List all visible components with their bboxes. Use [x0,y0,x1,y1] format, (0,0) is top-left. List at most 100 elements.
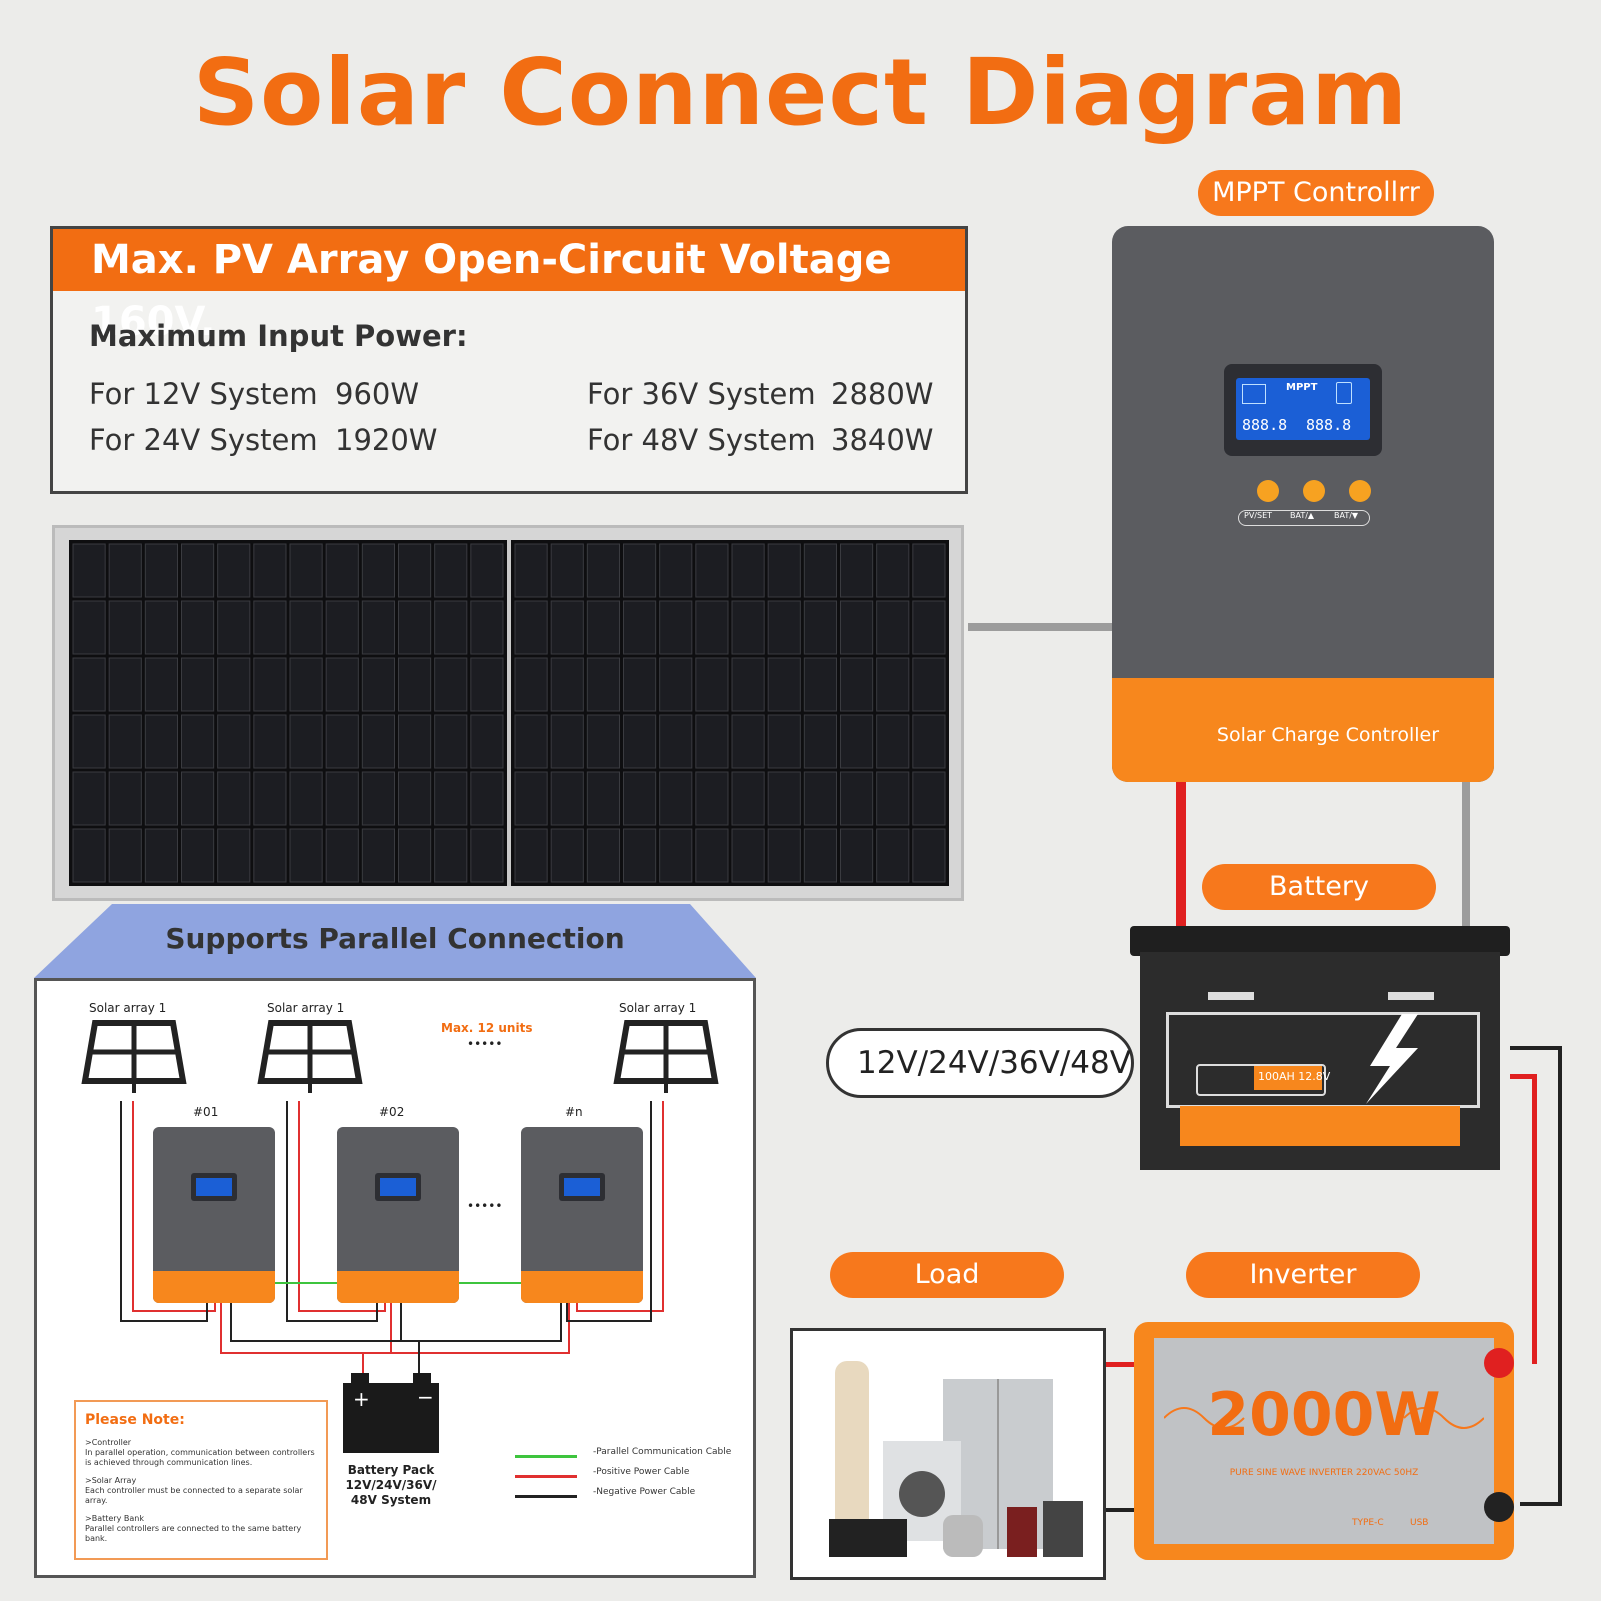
solar-cell [289,657,323,712]
solar-cell [767,771,801,826]
solar-cell [623,600,657,655]
legend-swatch-positive [515,1475,577,1478]
solar-cell [144,600,179,655]
solar-cell [289,600,323,655]
solar-cell [398,828,432,883]
solar-cell [659,771,693,826]
knob-bat-down[interactable] [1349,480,1371,502]
array-label-3: Solar array 1 [619,1001,697,1015]
solar-cell [803,714,837,769]
solar-cell [361,771,396,826]
load-label: Load [830,1252,1064,1298]
solar-cell [470,714,504,769]
solar-cell [840,828,874,883]
microwave-icon [829,1519,907,1557]
battery-icon [1336,382,1352,404]
note-box: Please Note: >Controller In parallel ope… [74,1400,328,1560]
mini-controller-1 [153,1127,275,1303]
solar-cell [695,600,729,655]
solar-cell [623,771,657,826]
solar-cell [912,657,946,712]
solar-cell [514,714,548,769]
solar-cell [72,771,106,826]
controller-name: Solar Charge Controller [1216,724,1440,746]
button-label-pv-set: PV/SET [1244,511,1273,520]
port-usb: USB [1410,1518,1429,1528]
solar-cell [253,828,287,883]
solar-cell [912,771,946,826]
solar-cell [217,771,251,826]
solar-cell [767,714,801,769]
solar-cell [434,657,468,712]
solar-cell [803,771,837,826]
solar-cell [144,714,179,769]
solar-cell [623,828,657,883]
sine-wave-icon [1164,1407,1484,1429]
solar-cell [912,828,946,883]
note-item-1-body: In parallel operation, communication bet… [85,1448,315,1467]
knob-bat-up[interactable] [1303,480,1325,502]
positive-wire [1176,782,1186,932]
solar-cell [731,657,765,712]
parallel-heading-band [34,904,756,978]
solar-cell [361,714,396,769]
solar-cell [659,714,693,769]
max-units-label: Max. 12 units [441,1021,533,1035]
spec-row-12v-label: For 12V System [89,377,318,411]
button-label-bat-up: BAT/▲ [1290,511,1315,520]
dots-separator: ••••• [467,1037,503,1051]
solar-cell [398,771,432,826]
solar-cell [217,657,251,712]
note-item-3-head: >Battery Bank [85,1514,144,1523]
solar-cell [72,600,106,655]
solar-cell [514,600,548,655]
lcd-brand: MPPT [1286,382,1318,393]
unit-id-2: #02 [379,1105,405,1119]
battery-pack-line-2: 12V/24V/36V/ [345,1478,437,1492]
solar-cell [586,600,620,655]
solar-cell [912,600,946,655]
solar-cell [181,600,215,655]
page-title: Solar Connect Diagram [192,39,1409,146]
spec-row-12v-value: 960W [335,377,420,411]
controller-lcd: MPPT 888.8 888.8 [1224,364,1382,456]
solar-cell [72,657,106,712]
inverter-power: 2000W [1207,1380,1441,1450]
solar-cell [767,657,801,712]
spec-row-36v-label: For 36V System [587,377,816,411]
solar-cell [767,543,801,598]
solar-cell [586,771,620,826]
mini-solar-panel-icon [613,1020,719,1093]
solar-cell [72,828,106,883]
solar-cell [731,600,765,655]
solar-cell [659,828,693,883]
spec-row-48v-label: For 48V System [587,423,816,457]
solar-cell [731,828,765,883]
controller-bottom-panel [1112,678,1494,782]
solar-cell [586,543,620,598]
solar-cell [803,657,837,712]
unit-id-1: #01 [193,1105,219,1119]
solar-cell [514,543,548,598]
solar-cell [550,714,584,769]
solar-cell [181,771,215,826]
solar-cell [470,657,504,712]
solar-cell [550,657,584,712]
solar-cell [876,600,910,655]
solar-cell [659,657,693,712]
solar-cell [361,828,396,883]
array-label-1: Solar array 1 [89,1001,167,1015]
solar-cell [876,714,910,769]
solar-cell [514,657,548,712]
solar-cell [876,657,910,712]
solar-cell [144,543,179,598]
solar-cell [659,543,693,598]
solar-cell [514,771,548,826]
solar-cell [840,543,874,598]
knob-pv-set[interactable] [1257,480,1279,502]
legend-swatch-negative [515,1495,577,1498]
solar-cell [840,600,874,655]
solar-cell [181,828,215,883]
solar-cell [623,543,657,598]
solar-cell [840,714,874,769]
